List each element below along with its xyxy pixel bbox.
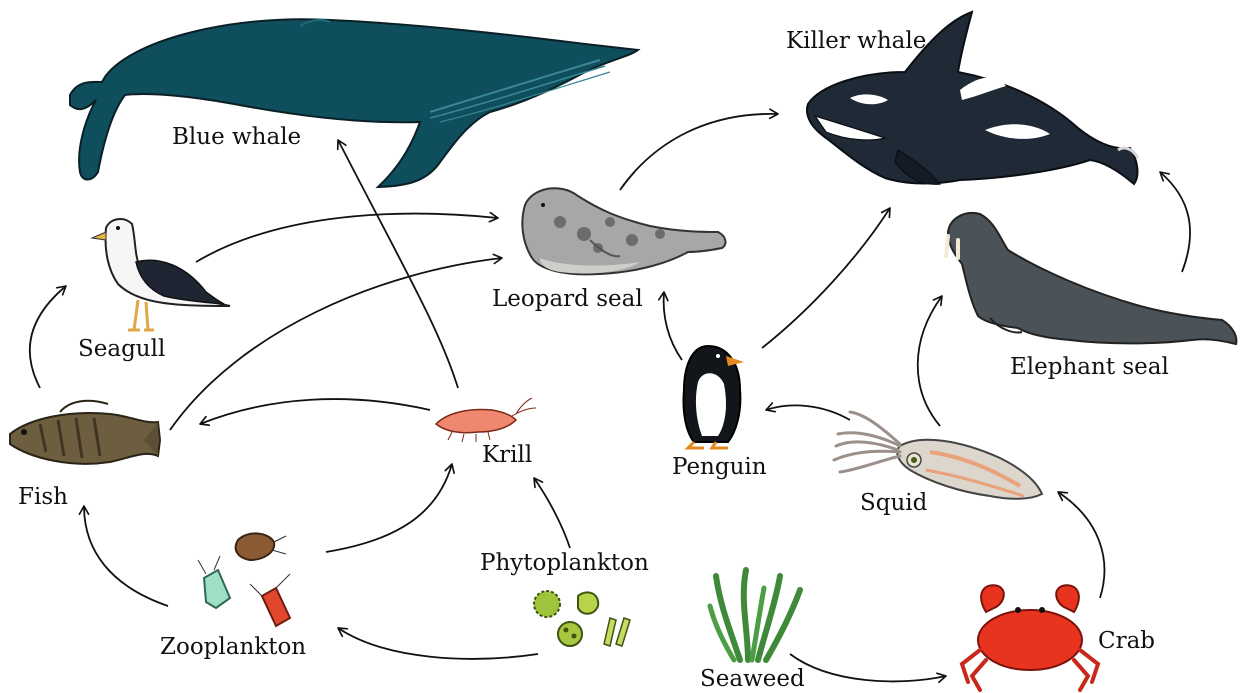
arrow-fish-to-leopard-seal — [170, 258, 502, 430]
label-leopard-seal: Leopard seal — [492, 288, 643, 311]
phytoplankton-illustration — [534, 591, 630, 646]
label-zooplankton: Zooplankton — [160, 636, 306, 659]
label-crab: Crab — [1098, 630, 1155, 653]
crab-illustration — [962, 585, 1098, 690]
arrow-leopard-seal-to-killer-whale — [620, 114, 778, 190]
seaweed-illustration — [710, 570, 800, 660]
label-squid: Squid — [860, 492, 927, 515]
label-krill: Krill — [482, 444, 532, 467]
seagull-illustration — [92, 219, 230, 330]
arrow-phytoplankton-to-zooplankton — [338, 628, 538, 659]
arrow-fish-to-seagull — [30, 286, 66, 388]
squid-illustration — [834, 412, 1042, 499]
arrow-phytoplankton-to-krill — [534, 478, 570, 548]
arrow-krill-to-fish — [200, 399, 430, 424]
arrow-squid-to-elephant-seal — [918, 296, 942, 426]
label-seaweed: Seaweed — [700, 668, 805, 691]
label-phytoplankton: Phytoplankton — [480, 552, 649, 575]
arrow-elephant-seal-to-killer-whale — [1160, 172, 1190, 272]
arrow-zooplankton-to-krill — [326, 464, 452, 552]
zooplankton-illustration — [198, 533, 290, 626]
krill-illustration — [436, 398, 536, 442]
arrow-seaweed-to-crab — [790, 654, 946, 681]
arrow-crab-to-squid — [1058, 492, 1104, 598]
blue-whale-illustration — [70, 19, 638, 187]
arrow-seagull-to-leopard-seal — [196, 214, 498, 262]
label-fish: Fish — [18, 486, 68, 509]
label-blue-whale: Blue whale — [172, 126, 301, 149]
label-killer-whale: Killer whale — [786, 30, 926, 53]
arrow-penguin-to-killer-whale — [762, 208, 890, 348]
label-elephant-seal: Elephant seal — [1010, 356, 1169, 379]
arrow-squid-to-penguin — [766, 405, 850, 420]
label-penguin: Penguin — [672, 456, 767, 479]
fish-illustration — [10, 401, 160, 464]
leopard-seal-illustration — [522, 188, 725, 274]
label-seagull: Seagull — [78, 338, 165, 361]
arrow-zooplankton-to-fish — [84, 506, 168, 606]
arrow-penguin-to-leopard-seal — [664, 292, 682, 360]
elephant-seal-illustration — [946, 213, 1236, 344]
penguin-illustration — [683, 346, 744, 448]
